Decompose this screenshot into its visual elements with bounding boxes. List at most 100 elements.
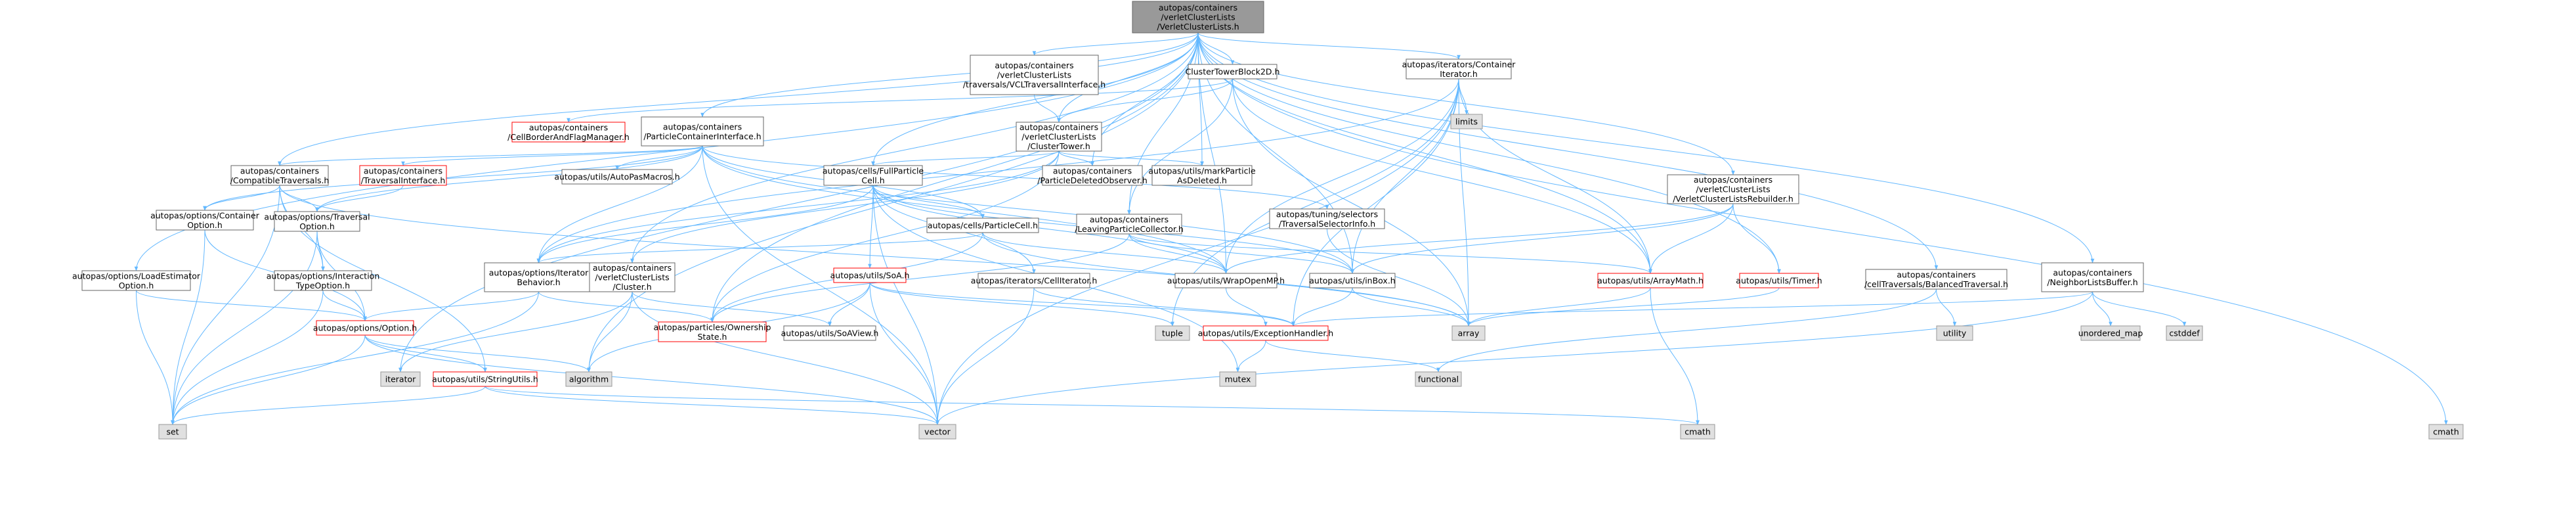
node-arraymath[interactable]: autopas/utils/ArrayMath.h [1597, 273, 1704, 288]
node-label-line: autopas/utils/inBox.h [1309, 276, 1395, 286]
node-functional[interactable]: functional [1415, 371, 1462, 387]
node-travselinfo[interactable]: autopas/tuning/selectors/TraversalSelect… [1269, 208, 1385, 229]
node-label-line: /verletClusterLists [1021, 132, 1096, 142]
node-option[interactable]: autopas/options/Option.h [313, 320, 417, 336]
edge-traversalopt-to-interactionopt [316, 231, 325, 271]
node-pdeleted[interactable]: autopas/containers/ParticleDeletedObserv… [1037, 165, 1148, 186]
node-label-line: autopas/containers [240, 166, 319, 175]
node-iterator[interactable]: iterator [380, 371, 421, 387]
node-inbox[interactable]: autopas/utils/inBox.h [1309, 273, 1396, 288]
node-soa[interactable]: autopas/utils/SoA.h [830, 267, 910, 283]
edge-cluster-to-iterator [398, 291, 633, 373]
node-unordered_map[interactable]: unordered_map [2078, 325, 2143, 341]
node-celliter[interactable]: autopas/iterators/CellIterator.h [971, 273, 1098, 288]
node-cmath_r[interactable]: cmath [2428, 424, 2464, 440]
edge-exception-to-mutex [1235, 340, 1266, 373]
edge-soa-to-soaview [828, 282, 870, 327]
node-particlecell[interactable]: autopas/cells/ParticleCell.h [926, 217, 1039, 233]
node-label-line: /ParticleDeletedObserver.h [1037, 175, 1148, 185]
node-vector[interactable]: vector [918, 424, 956, 440]
node-compattrav[interactable]: autopas/containers/CompatibleTraversals.… [230, 165, 330, 186]
node-stringutils[interactable]: autopas/utils/StringUtils.h [432, 371, 538, 387]
edge-root-to-ownership [710, 32, 1199, 323]
node-rebuilder[interactable]: autopas/containers/verletClusterLists/Ve… [1667, 174, 1799, 204]
node-label-line: /CompatibleTraversals.h [230, 175, 330, 185]
node-soaview[interactable]: autopas/utils/SoAView.h [781, 325, 879, 341]
node-box [81, 270, 191, 291]
node-timer[interactable]: autopas/utils/Timer.h [1736, 273, 1822, 288]
node-towerblock[interactable]: ClusterTowerBlock2D.h [1186, 64, 1280, 80]
node-exception[interactable]: autopas/utils/ExceptionHandler.h [1198, 325, 1333, 341]
node-mutex[interactable]: mutex [1219, 371, 1256, 387]
node-label-line: /NeighborListsBuffer.h [2047, 277, 2137, 287]
node-box [156, 210, 254, 231]
node-label-line: autopas/containers [593, 263, 672, 273]
node-clustertower[interactable]: autopas/containers/verletClusterLists/Cl… [1016, 122, 1102, 152]
edge-fullparticle-to-particlecell [872, 185, 985, 219]
node-cmath_l[interactable]: cmath [1680, 424, 1715, 440]
node-nlbuffer[interactable]: autopas/containers/NeighborListsBuffer.h [2041, 262, 2144, 292]
edge-soa-to-tuple [869, 282, 1174, 327]
node-box [2041, 262, 2144, 292]
node-label-line: autopas/containers [1159, 3, 1237, 12]
node-array[interactable]: array [1451, 325, 1486, 341]
node-set[interactable]: set [158, 424, 187, 440]
node-box [1406, 58, 1512, 80]
node-label-line: Option.h [299, 221, 335, 231]
edge-exception-to-functional [1265, 340, 1440, 373]
node-vcltraversal[interactable]: autopas/containers/verletClusterLists/tr… [963, 55, 1106, 95]
node-autopasmacros[interactable]: autopas/utils/AutoPasMacros.h [554, 169, 680, 185]
edge-iterbehavior-to-ownership [538, 291, 714, 323]
node-label-line: autopas/containers [1897, 269, 1975, 279]
node-label-line: autopas/cells/FullParticle [823, 166, 924, 175]
edge-rebuilder-to-arraymath [1648, 203, 1734, 274]
node-balanced[interactable]: autopas/containers/cellTraversals/Balanc… [1864, 269, 2008, 290]
node-leaving[interactable]: autopas/containers/LeavingParticleCollec… [1075, 214, 1184, 235]
edge-containeriter-to-limits [1458, 78, 1469, 115]
node-limits[interactable]: limits [1450, 114, 1483, 129]
node-utility[interactable]: utility [1936, 325, 1973, 341]
edge-root-to-balanced [1197, 32, 1939, 270]
node-label-line: autopas/containers [364, 166, 442, 175]
node-root[interactable]: autopas/containers/verletClusterLists/Ve… [1132, 1, 1264, 34]
node-label-line: /TraversalInterface.h [361, 175, 446, 185]
node-label-line: autopas/utils/SoA.h [830, 271, 910, 281]
node-label-line: cmath [1685, 427, 1711, 437]
node-label-line: autopas/options/Interaction [267, 271, 380, 281]
node-box [230, 165, 329, 186]
node-travinterface[interactable]: autopas/containers/TraversalInterface.h [359, 165, 447, 186]
node-label-line: autopas/cells/ParticleCell.h [928, 221, 1038, 231]
node-tuple[interactable]: tuple [1155, 325, 1190, 341]
node-label-line: autopas/containers [529, 122, 608, 132]
node-label-line: tuple [1162, 329, 1183, 338]
node-label-line: iterator [385, 375, 416, 384]
edge-nlbuffer-to-typetraits [1291, 291, 2093, 327]
edge-leaving-to-inbox [1128, 233, 1354, 274]
node-box [158, 424, 187, 440]
node-label-line: autopas/containers [1694, 175, 1772, 185]
edge-fullparticle-to-vector [872, 185, 939, 425]
edge-wrapopenmp-to-exception [1226, 287, 1268, 327]
node-box [2080, 325, 2141, 341]
edge-pci-to-compattrav [278, 145, 703, 166]
node-pci[interactable]: autopas/containers/ParticleContainerInte… [641, 116, 764, 147]
node-algorithm[interactable]: algorithm [565, 371, 612, 387]
edge-clustertower-to-pdeleted [1058, 150, 1094, 166]
node-wrapopenmp[interactable]: autopas/utils/WrapOpenMP.h [1167, 273, 1285, 288]
edge-pci-to-travselinfo [702, 145, 1329, 210]
node-cellborder[interactable]: autopas/containers/CellBorderAndFlagMana… [507, 122, 630, 143]
node-cluster[interactable]: autopas/containers/verletClusterLists/Cl… [589, 262, 676, 292]
node-label-line: autopas/utils/StringUtils.h [432, 375, 538, 384]
node-cstddef[interactable]: cstddef [2166, 325, 2203, 341]
edge-towerblock-to-cellborder [567, 78, 1233, 123]
node-box [1203, 325, 1329, 341]
